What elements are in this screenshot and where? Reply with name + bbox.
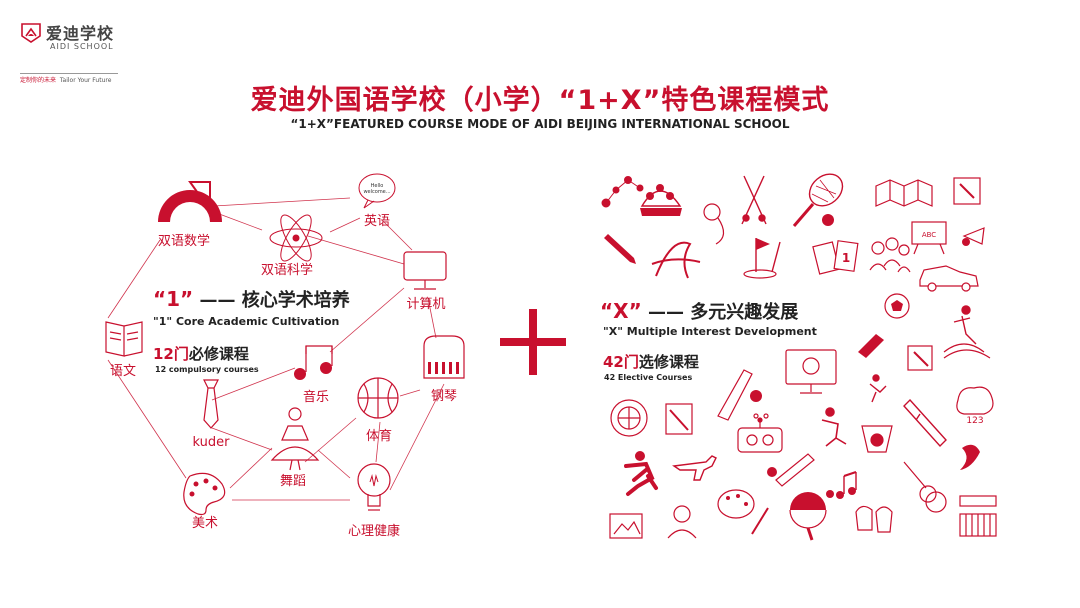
microphone-icon <box>703 203 725 245</box>
book-icon <box>105 321 143 357</box>
subject-label-math: 双语数学 <box>157 234 211 249</box>
piano-icon <box>423 335 465 379</box>
basketball-hoop-icon <box>861 425 893 453</box>
car-icon <box>919 265 979 292</box>
core-course-count: 12门必修课程 <box>153 345 249 363</box>
martial-arts-icon <box>821 407 847 447</box>
ping-pong-paddle-icon <box>789 490 834 541</box>
notebook-pencil-icon <box>665 403 693 435</box>
paint-palette-icon <box>183 472 226 516</box>
numbers-label: 123 <box>966 416 983 426</box>
opera-headdress-icon <box>640 184 682 216</box>
elective-course-count: 42门选修课程 <box>603 353 699 371</box>
subject-label-english: 英语 <box>363 214 391 229</box>
globe-emblem-icon <box>610 399 648 437</box>
subject-label-computer: 计算机 <box>406 297 446 312</box>
core-heading: “1” —— 核心学术培养 <box>153 287 350 311</box>
subject-label-kuder: kuder <box>192 435 230 450</box>
robot-icon <box>737 413 783 453</box>
logo-divider <box>20 73 118 74</box>
calligraphy-a-icon <box>651 241 701 279</box>
art-palette-icon <box>717 489 769 535</box>
guitar-icon <box>903 461 947 513</box>
logo-brand-en: AIDI SCHOOL <box>50 42 114 51</box>
computer-screen-icon <box>785 349 837 394</box>
svg-text:welcome...: welcome... <box>363 189 390 195</box>
necktie-icon <box>203 379 219 429</box>
basketball-icon <box>357 377 399 419</box>
elective-heading-en: "X" Multiple Interest Development <box>603 325 817 338</box>
elective-heading: “X” —— 多元兴趣发展 <box>600 299 799 323</box>
speech-bubble-icon: Hello welcome... <box>358 173 396 209</box>
soccer-ball-icon <box>884 293 910 319</box>
logo-tagline: 定制你的未来 Tailor Your Future <box>20 77 112 84</box>
shuttlecock-icon <box>962 227 985 246</box>
brain-icon <box>956 386 994 415</box>
runner-icon <box>624 451 658 496</box>
lightbulb-icon <box>357 463 391 511</box>
subject-label-dance: 舞蹈 <box>279 474 307 489</box>
subject-label-music: 音乐 <box>302 390 330 405</box>
music-notes-icon <box>836 471 857 499</box>
music-note-icon <box>294 345 333 380</box>
dancer-icon <box>270 407 320 471</box>
family-group-icon <box>869 237 911 273</box>
cricket-bat-icon <box>767 453 815 487</box>
tennis-racket-icon <box>792 173 844 227</box>
protractor-icon <box>158 181 222 222</box>
subject-label-chinese: 语文 <box>109 364 137 379</box>
document-pencil-icon <box>907 345 933 371</box>
page-subtitle: “1+X”FEATURED COURSE MODE OF AIDI BEIJIN… <box>290 117 790 131</box>
subject-label-piano: 钢琴 <box>430 389 458 404</box>
airplane-icon <box>672 455 717 481</box>
climber-icon <box>869 374 887 403</box>
baseball-bat-icon <box>717 369 762 421</box>
fencing-swords-icon <box>741 175 767 225</box>
boxing-gloves-icon <box>855 505 893 533</box>
plus-sign-icon <box>500 309 566 375</box>
core-heading-en: "1" Core Academic Cultivation <box>153 315 340 328</box>
elective-course-count-en: 42 Elective Courses <box>604 373 693 382</box>
subject-label-pe: 体育 <box>365 429 393 444</box>
logo-brand-cn: 爱迪学校 <box>46 24 115 43</box>
classroom-board-icon: ABC <box>911 221 947 255</box>
playing-cards-icon: 1 <box>812 240 859 275</box>
svg-text:Hello: Hello <box>371 183 384 189</box>
svg-text:1: 1 <box>842 251 850 265</box>
subject-label-art: 美术 <box>191 516 219 531</box>
golf-flag-icon <box>743 238 781 279</box>
gymnast-icon <box>943 305 991 359</box>
pencil-icon <box>604 234 636 264</box>
computer-monitor-icon <box>403 251 447 290</box>
logo-crest-icon <box>21 23 41 43</box>
svg-text:ABC: ABC <box>922 231 936 239</box>
marker-pen-icon <box>858 334 884 358</box>
person-icon <box>667 505 697 539</box>
landscape-picture-icon <box>609 513 643 539</box>
drawing-frame-icon <box>953 177 981 205</box>
page-title: 爱迪外国语学校（小学）“1+X”特色课程模式 <box>250 85 830 116</box>
keyboard-instrument-icon <box>959 495 997 537</box>
molecule-icon <box>601 176 644 208</box>
atom-icon <box>269 214 323 262</box>
core-course-count-en: 12 compulsory courses <box>155 365 259 374</box>
rifle-icon <box>903 398 947 448</box>
folded-map-icon <box>875 179 933 207</box>
ribbon-dancer-icon <box>960 444 980 470</box>
subject-label-mental: 心理健康 <box>347 524 401 539</box>
subject-label-science: 双语科学 <box>260 263 314 278</box>
